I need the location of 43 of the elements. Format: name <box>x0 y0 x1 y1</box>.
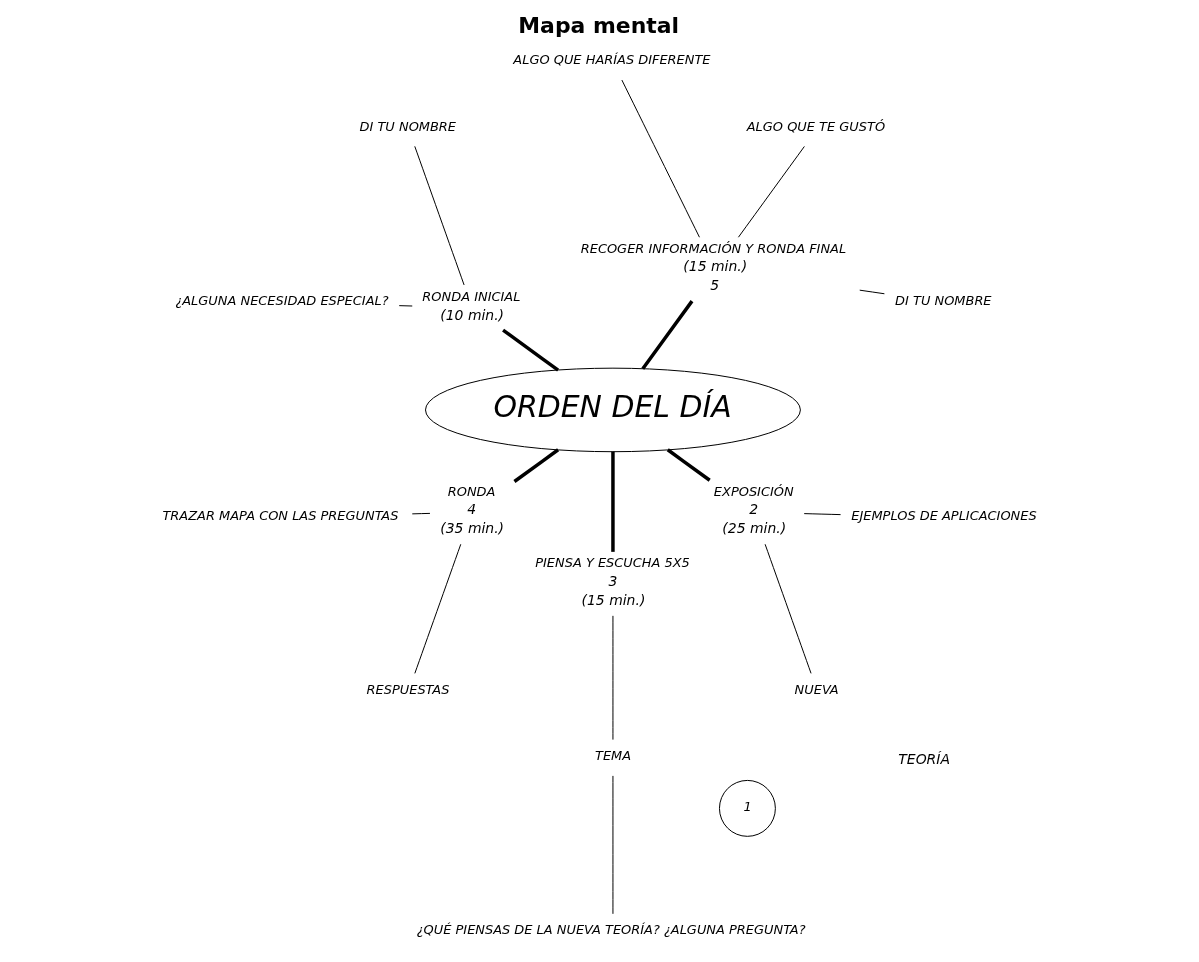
connector <box>737 145 805 238</box>
connector <box>666 448 711 482</box>
node-label: (15 min.) <box>683 258 748 275</box>
node-text: PIENSA Y ESCUCHA 5X5 <box>535 555 690 571</box>
connector <box>414 543 462 674</box>
node-text: ¿QUÉ PIENSAS DE LA NUEVA TEORÍA? ¿ALGUNA PREGUNTA? <box>416 922 806 938</box>
connector <box>411 512 431 515</box>
node-label: (25 min.) <box>722 520 787 537</box>
node-text: EXPOSICIÓN <box>713 483 794 499</box>
connector <box>398 305 413 307</box>
node-text: NUEVA <box>794 681 839 697</box>
node-label: (15 min.) <box>581 592 646 609</box>
connector <box>641 300 694 370</box>
connector <box>611 451 615 552</box>
diagram-title: Mapa mental <box>518 12 680 38</box>
node-text: RESPUESTAS <box>366 681 450 697</box>
connector <box>414 145 465 286</box>
node-text: DI TU NOMBRE <box>359 118 457 134</box>
connector <box>764 543 812 674</box>
node-text: EJEMPLOS DE APLICACIONES <box>851 507 1037 523</box>
node-text: ALGO QUE HARÍAS DIFERENTE <box>513 52 711 68</box>
connector <box>859 289 885 295</box>
node-label: 3 <box>608 573 618 590</box>
node-text: TRAZAR MAPA CON LAS PREGUNTAS <box>162 507 399 523</box>
node-text: ALGO QUE TE GUSTÓ <box>746 118 886 134</box>
node-label: (10 min.) <box>440 306 505 323</box>
label: TEORÍA <box>898 751 950 768</box>
node-text: DI TU NOMBRE <box>895 292 992 308</box>
node-text: ¿ALGUNA NECESIDAD ESPECIAL? <box>175 292 389 308</box>
node-text: TEMA <box>595 748 632 764</box>
node-label: 4 <box>467 501 477 518</box>
node-text: RECOGER INFORMACIÓN Y RONDA FINAL <box>580 240 847 256</box>
node-label: (35 min.) <box>440 520 505 537</box>
node-text: RONDA <box>447 483 496 499</box>
node-text: RONDA INICIAL <box>422 289 521 305</box>
node-ellipse: ORDEN DEL DÍA <box>425 367 801 453</box>
connector <box>621 79 700 238</box>
node-label: 2 <box>749 501 759 518</box>
node-circle: 1 <box>718 779 776 837</box>
connector <box>502 328 560 372</box>
node-label: 5 <box>710 277 720 294</box>
connector <box>513 448 560 483</box>
connector <box>803 513 842 516</box>
